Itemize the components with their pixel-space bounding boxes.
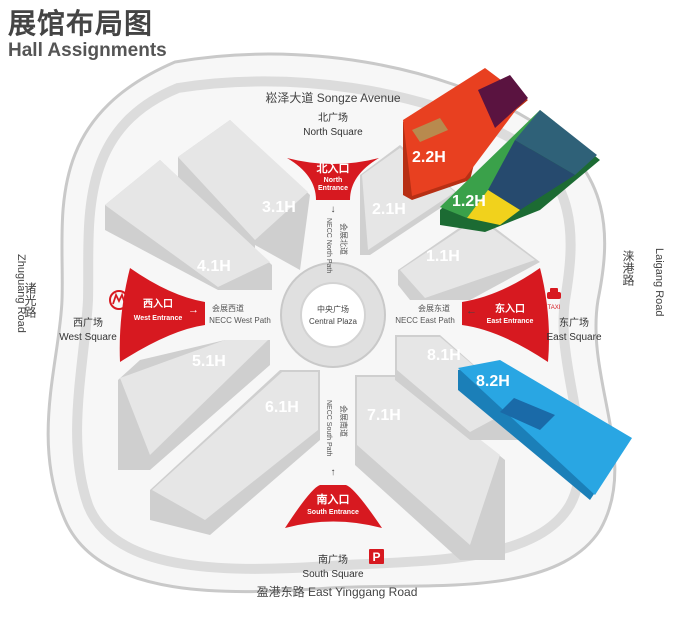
hall-1-2[interactable] (440, 110, 600, 232)
hall-7-1-label: 7.1H (367, 407, 401, 424)
north-square-cn: 北广场 (318, 111, 348, 124)
south-square-cn: 南广场 (318, 553, 348, 566)
hall-6-1[interactable] (150, 370, 320, 535)
hall-8-1-label: 8.1H (427, 347, 461, 364)
parking-icon: P (369, 549, 384, 564)
west-road-cn: 诸光路 (23, 282, 37, 319)
east-square-cn: 东广场 (559, 316, 589, 329)
north-path-cn: 会展北道 (339, 223, 349, 255)
north-path-en: NECC North Path (325, 218, 332, 273)
west-arrow-icon: → (188, 304, 199, 316)
page-subtitle: Hall Assignments (8, 40, 167, 61)
south-arrow-icon: ↑ (331, 467, 336, 478)
east-road-en: Laigang Road (653, 248, 665, 317)
hall-4-1[interactable] (105, 160, 272, 290)
hall-7-1[interactable] (355, 375, 505, 560)
hall-5-1-label: 5.1H (192, 353, 226, 370)
north-square-en: North Square (303, 127, 363, 138)
hall-2-1-label: 2.1H (372, 201, 406, 218)
west-path-en: NECC West Path (209, 316, 271, 325)
north-entrance-cn: 北入口 (317, 161, 350, 175)
west-entrance[interactable]: 西入口 West Entrance → (119, 268, 205, 362)
north-entrance-en2: Entrance (318, 185, 348, 192)
west-road-en: Zhuguang Road (15, 254, 27, 333)
north-arrow-icon: ↓ (331, 204, 336, 215)
plaza-label-en: Central Plaza (309, 317, 358, 326)
hall-1-1-label: 1.1H (426, 248, 460, 265)
north-entrance[interactable]: 北入口 North Entrance ↓ (287, 158, 379, 215)
hall-3-1[interactable] (178, 120, 310, 270)
central-plaza-core (300, 282, 366, 348)
hall-3-1-label: 3.1H (262, 199, 296, 216)
hall-4-1-label: 4.1H (197, 258, 231, 275)
west-entrance-cn: 西入口 (143, 298, 173, 310)
taxi-label: TAXI (548, 305, 561, 311)
east-arrow-icon: ← (466, 305, 477, 317)
north-entrance-en1: North (324, 177, 343, 184)
south-entrance-cn: 南入口 (317, 492, 350, 506)
south-road-label: 盈港东路 East Yinggang Road (257, 584, 418, 599)
hall-2-2-label: 2.2H (412, 149, 446, 166)
hall-6-1-label: 6.1H (265, 399, 299, 416)
west-entrance-en: West Entrance (134, 315, 183, 322)
west-path-cn: 会展西道 (212, 303, 244, 313)
south-square-en: South Square (302, 569, 364, 580)
hall-8-2[interactable] (458, 360, 632, 500)
east-path-en: NECC East Path (395, 316, 455, 325)
west-square-en: West Square (59, 332, 117, 343)
east-square-en: East Square (546, 332, 601, 343)
hall-2-2[interactable] (403, 68, 528, 200)
east-entrance[interactable]: 东入口 East Entrance ← (462, 268, 549, 362)
metro-icon (109, 290, 129, 310)
east-entrance-cn: 东入口 (495, 302, 525, 315)
south-path-cn: 会展南道 (339, 405, 349, 437)
hall-1-2-label: 1.2H (452, 193, 486, 210)
west-square-cn: 西广场 (73, 316, 103, 329)
south-entrance-en: South Entrance (307, 509, 359, 516)
plaza-label-cn: 中央广场 (317, 304, 349, 314)
taxi-icon: TAXI (547, 288, 561, 311)
east-entrance-en: East Entrance (487, 318, 534, 325)
hall-5-1[interactable] (118, 340, 270, 470)
east-road-cn: 涞港路 (621, 250, 635, 287)
hall-1-1[interactable] (398, 215, 540, 300)
north-road-label: 崧泽大道 Songze Avenue (265, 91, 401, 105)
south-entrance[interactable]: 南入口 South Entrance ↑ (285, 467, 382, 528)
south-path-en: NECC South Path (325, 400, 332, 457)
hall-8-2-label: 8.2H (476, 373, 510, 390)
parking-label: P (372, 550, 380, 564)
east-path-cn: 会展东道 (418, 303, 450, 313)
page-title: 展馆布局图 (8, 8, 154, 39)
